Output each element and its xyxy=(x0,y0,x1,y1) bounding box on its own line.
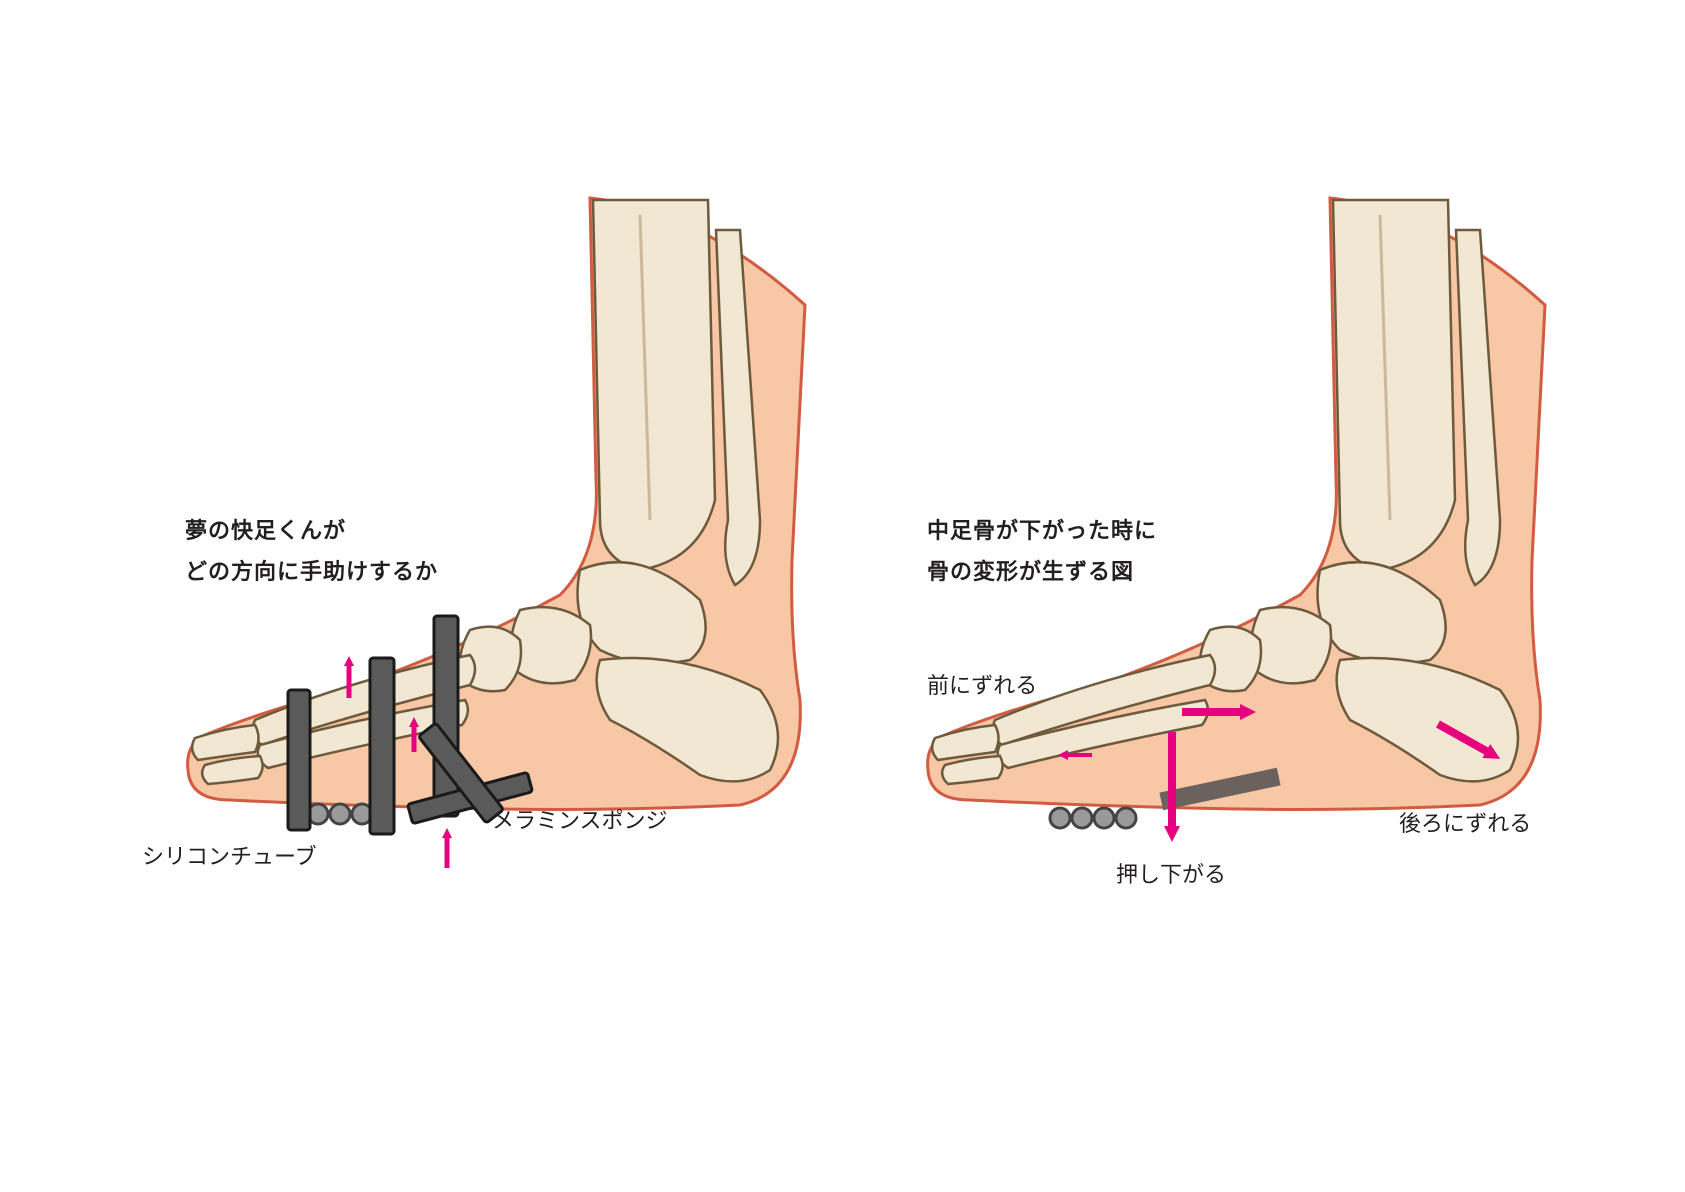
label-shift-forward: 前にずれる xyxy=(927,674,1038,699)
right-title-line1: 中足骨が下がった時に xyxy=(927,519,1158,544)
melamine-sponge-bar xyxy=(418,722,504,824)
label-shift-backward: 後ろにずれる xyxy=(1399,812,1532,837)
right-foot-illustration xyxy=(926,196,1547,811)
deformation-arrows-right xyxy=(1058,704,1501,842)
silicone-tube-bar xyxy=(432,614,460,818)
silicone-tube-bar xyxy=(368,656,396,836)
up-arrows-left xyxy=(344,656,452,868)
silicone-tube-bar xyxy=(286,688,312,832)
label-push-down: 押し下がる xyxy=(1116,863,1227,888)
label-melamine-sponge: メラミンスポンジ xyxy=(492,809,668,834)
silicone-tube-beads-right xyxy=(1048,806,1138,830)
left-title-line2: どの方向に手助けするか xyxy=(185,560,439,585)
left-foot-illustration xyxy=(186,196,807,811)
left-title-line1: 夢の快足くんが xyxy=(185,519,347,544)
silicone-tube-beads-left xyxy=(306,802,374,826)
right-title-line2: 骨の変形が生ずる図 xyxy=(927,560,1135,585)
device-bars-left xyxy=(286,614,534,836)
direction-arrow xyxy=(1436,720,1501,759)
melamine-sponge-bar xyxy=(1159,767,1281,811)
label-silicone-tube: シリコンチューブ xyxy=(142,845,317,870)
